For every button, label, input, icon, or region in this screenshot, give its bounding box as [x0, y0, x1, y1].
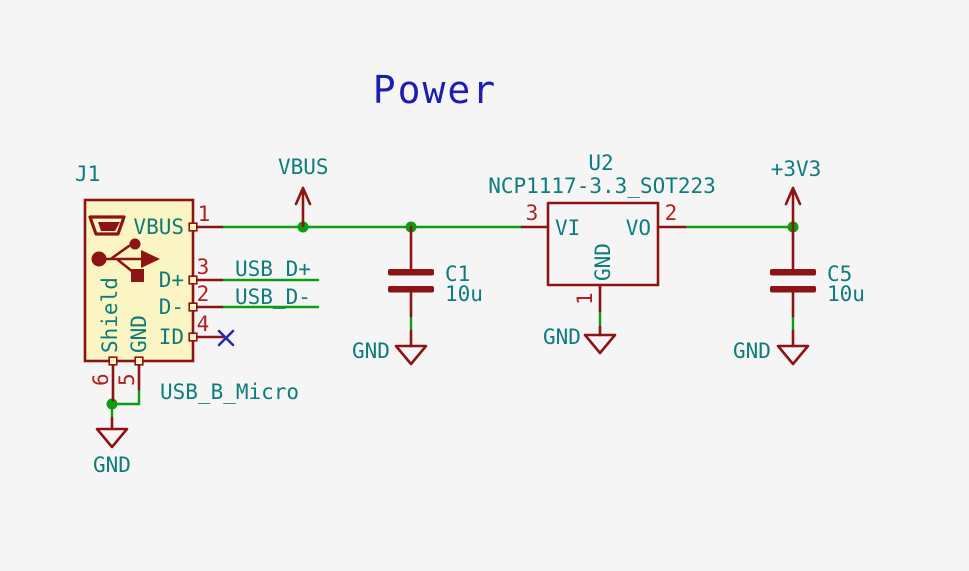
- wire-j1-gnd[interactable]: [110, 387, 141, 406]
- u2-pin-vi-name: VI: [555, 216, 580, 240]
- j1-pin1-name: VBUS: [133, 215, 184, 239]
- capacitor-plates-icon: [770, 269, 816, 293]
- no-connect-icon: [217, 329, 235, 347]
- net-label-usb-dm[interactable]: USB_D-: [235, 285, 311, 309]
- j1-pin6-root: [108, 356, 118, 366]
- gnd-label: GND: [543, 325, 581, 349]
- c1-reference[interactable]: C1: [445, 262, 470, 286]
- p3v3-net-label: +3V3: [771, 157, 822, 181]
- j1-value[interactable]: USB_B_Micro: [160, 380, 299, 404]
- u2-pin-gnd-name: GND: [591, 243, 615, 281]
- gnd-label: GND: [733, 339, 771, 363]
- j1-pin4-number: 4: [197, 312, 210, 336]
- j1-pin1-number: 1: [198, 202, 211, 226]
- u2-pin3-number: 3: [526, 201, 539, 225]
- regulator-u2[interactable]: U2 NCP1117-3.3_SOT223 VI VO GND 3 2 1: [488, 151, 716, 313]
- gnd-symbol-j1[interactable]: GND: [93, 416, 131, 477]
- c5-value[interactable]: 10u: [827, 282, 865, 306]
- power-arrow-icon: [784, 186, 802, 228]
- j1-pin4-name: ID: [159, 325, 184, 349]
- j1-pin3-number: 3: [197, 255, 210, 279]
- j1-pin2-root: [188, 302, 198, 312]
- net-label-usb-dp[interactable]: USB_D+: [235, 257, 311, 281]
- power-symbol-vbus[interactable]: VBUS: [278, 155, 329, 228]
- j1-pin3-root: [188, 275, 198, 285]
- j1-pin5-name: GND: [127, 315, 151, 353]
- gnd-symbol-u2[interactable]: GND: [543, 325, 617, 355]
- u2-pin1-number: 1: [573, 292, 597, 305]
- c1-value[interactable]: 10u: [445, 282, 483, 306]
- gnd-triangle-icon: [583, 333, 617, 355]
- j1-pin4-root: [188, 332, 198, 342]
- capacitor-c1[interactable]: C1 10u: [388, 225, 483, 318]
- j1-pin1-root: [188, 222, 198, 232]
- gnd-triangle-icon: [95, 427, 129, 449]
- capacitor-c5[interactable]: C5 10u: [770, 225, 865, 318]
- u2-pin2-number: 2: [665, 201, 678, 225]
- capacitor-plates-icon: [388, 269, 434, 293]
- sheet-title: Power: [373, 68, 497, 112]
- usb-connector-icon: [88, 215, 126, 236]
- j1-pin2-name: D-: [159, 295, 184, 319]
- connector-j1[interactable]: J1 VBUS D+ D-: [75, 162, 299, 404]
- u2-value[interactable]: NCP1117-3.3_SOT223: [488, 174, 716, 198]
- u2-reference[interactable]: U2: [588, 151, 613, 175]
- j1-reference[interactable]: J1: [75, 162, 100, 186]
- gnd-label: GND: [93, 453, 131, 477]
- j1-pin2-number: 2: [197, 282, 210, 306]
- j1-pin5-root: [134, 356, 144, 366]
- u2-pin-vo-name: VO: [626, 216, 651, 240]
- u2-body[interactable]: [546, 201, 660, 287]
- usb-logo-icon: [91, 238, 160, 282]
- junction-dot: [106, 398, 118, 410]
- j1-pin6-name: Shield: [98, 277, 122, 353]
- c5-reference[interactable]: C5: [827, 262, 852, 286]
- gnd-label: GND: [352, 339, 390, 363]
- gnd-symbol-c5[interactable]: GND: [733, 329, 810, 366]
- gnd-symbol-c1[interactable]: GND: [352, 329, 428, 366]
- j1-pin6-number: 6: [89, 373, 113, 386]
- j1-pin3-name: D+: [159, 268, 184, 292]
- gnd-triangle-icon: [394, 344, 428, 366]
- j1-pin5-number: 5: [115, 373, 139, 386]
- power-symbol-3v3[interactable]: +3V3: [771, 157, 822, 228]
- vbus-net-label: VBUS: [278, 155, 329, 179]
- gnd-triangle-icon: [776, 344, 810, 366]
- power-arrow-icon: [294, 186, 312, 228]
